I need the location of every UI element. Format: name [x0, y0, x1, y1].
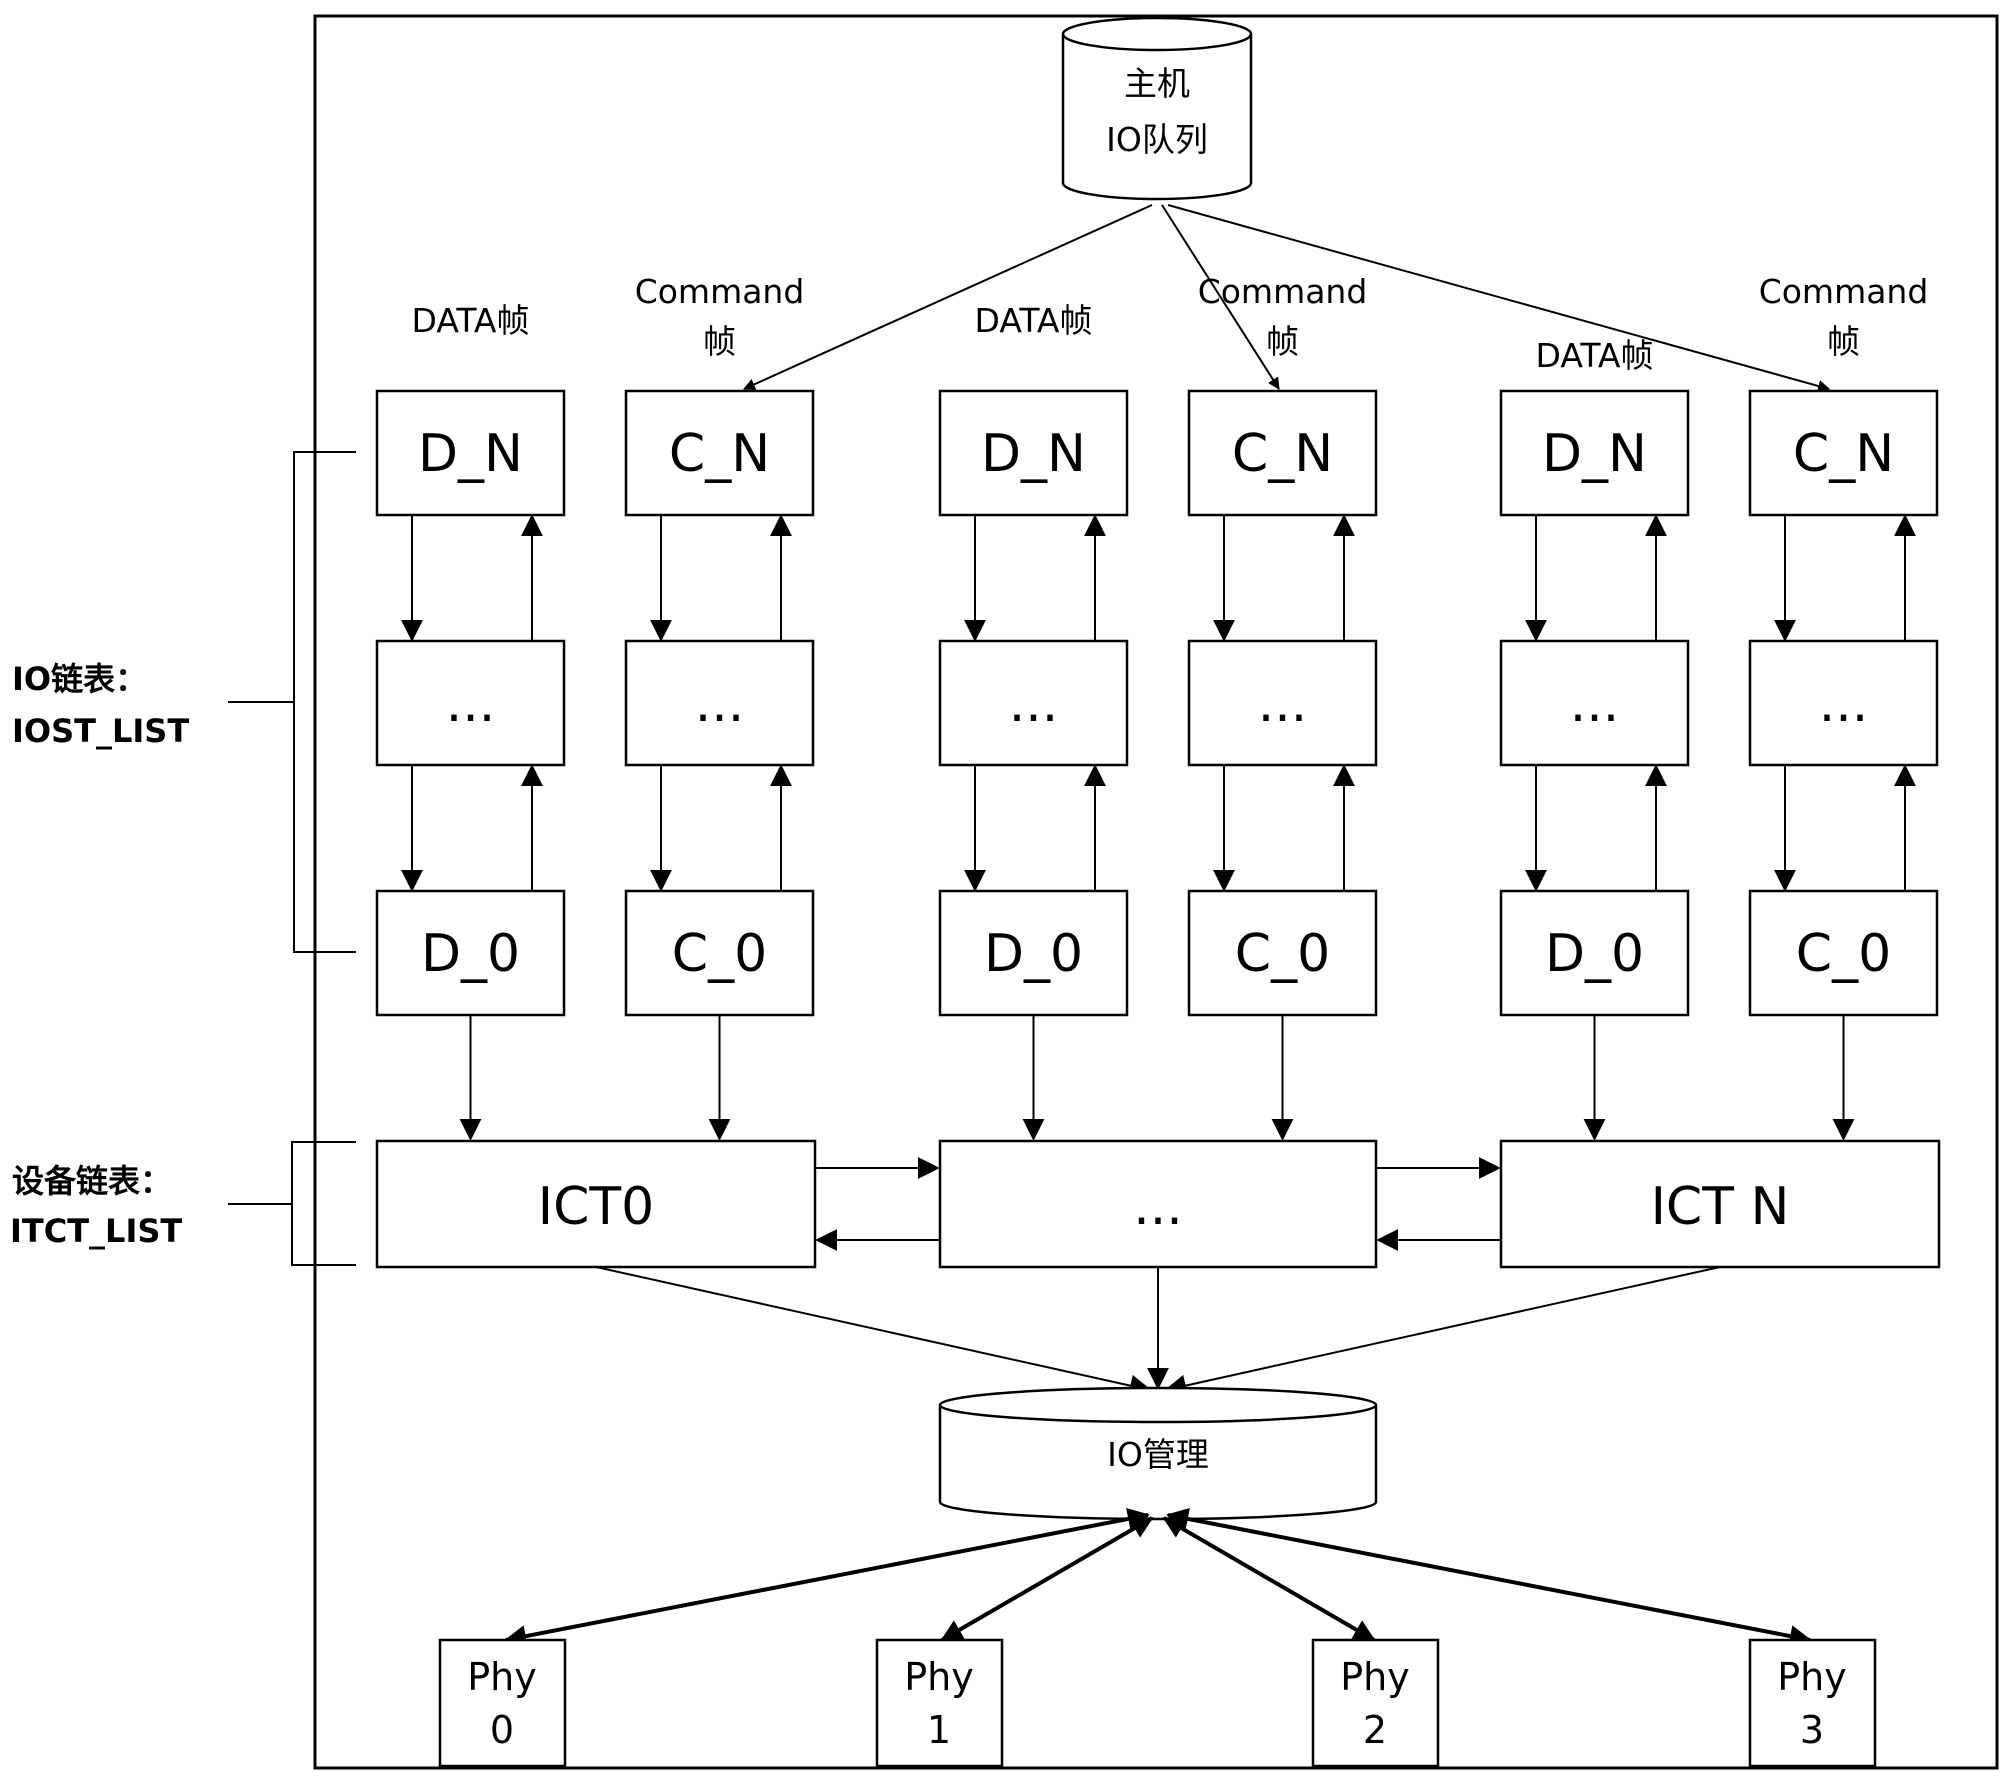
- column-2-node-bottom-label: D_0: [984, 924, 1083, 984]
- column-4-node-top-label: D_N: [1542, 424, 1647, 484]
- column-3-caption-line2: 帧: [1266, 322, 1299, 361]
- column-3-caption-line1: Command: [1198, 272, 1368, 311]
- column-5-node-mid-label: ...: [1819, 674, 1869, 734]
- phy-2-line2: 2: [1363, 1708, 1387, 1752]
- column-5-caption-line2: 帧: [1827, 322, 1860, 361]
- iost-label-line2: IOST_LIST: [12, 712, 189, 750]
- host-queue-line1: 主机: [1124, 64, 1190, 103]
- phy-3-line2: 3: [1800, 1708, 1824, 1752]
- column-5-caption-line1: Command: [1759, 272, 1929, 311]
- column-4-node-mid-label: ...: [1570, 674, 1620, 734]
- column-5-node-bottom-label: C_0: [1796, 924, 1891, 984]
- column-2-node-top-label: D_N: [981, 424, 1086, 484]
- ict-label-0: ICT0: [538, 1177, 655, 1237]
- column-1-node-top-label: C_N: [669, 424, 770, 484]
- phy-0-line2: 0: [490, 1708, 514, 1752]
- iost-label-line1: IO链表：: [12, 660, 147, 698]
- column-3-node-top-label: C_N: [1232, 424, 1333, 484]
- column-0-node-bottom-label: D_0: [421, 924, 520, 984]
- column-2-node-mid-label: ...: [1009, 674, 1059, 734]
- io-manager: IO管理: [940, 1388, 1376, 1519]
- column-3-node-bottom-label: C_0: [1235, 924, 1330, 984]
- itct-label-line1: 设备链表：: [12, 1162, 172, 1200]
- column-4-caption-line1: DATA帧: [1535, 336, 1653, 375]
- ict-label-n: ICT N: [1651, 1177, 1790, 1237]
- host-queue-line2: IO队列: [1106, 120, 1208, 159]
- column-0-caption-line1: DATA帧: [411, 301, 529, 340]
- ict-row: ICT0 ... ICT N: [377, 1141, 1939, 1267]
- column-1-node-bottom-label: C_0: [672, 924, 767, 984]
- column-1-node-mid-label: ...: [695, 674, 745, 734]
- io-manager-label: IO管理: [1107, 1435, 1209, 1474]
- column-2-caption-line1: DATA帧: [974, 301, 1092, 340]
- column-5-node-top-label: C_N: [1793, 424, 1894, 484]
- column-4-node-bottom-label: D_0: [1545, 924, 1644, 984]
- itct-label-line2: ITCT_LIST: [10, 1212, 182, 1250]
- phy-1-line2: 1: [927, 1708, 951, 1752]
- column-0-node-mid-label: ...: [446, 674, 496, 734]
- column-0-node-top-label: D_N: [418, 424, 523, 484]
- phy-0-line1: Phy: [467, 1655, 537, 1699]
- column-1-caption-line2: 帧: [703, 322, 736, 361]
- host-io-queue: 主机 IO队列: [1063, 18, 1251, 199]
- ict-label-middle: ...: [1133, 1177, 1183, 1237]
- column-3-node-mid-label: ...: [1258, 674, 1308, 734]
- column-1-caption-line1: Command: [635, 272, 805, 311]
- phy-1-line1: Phy: [904, 1655, 974, 1699]
- phy-2-line1: Phy: [1340, 1655, 1410, 1699]
- phy-3-line1: Phy: [1777, 1655, 1847, 1699]
